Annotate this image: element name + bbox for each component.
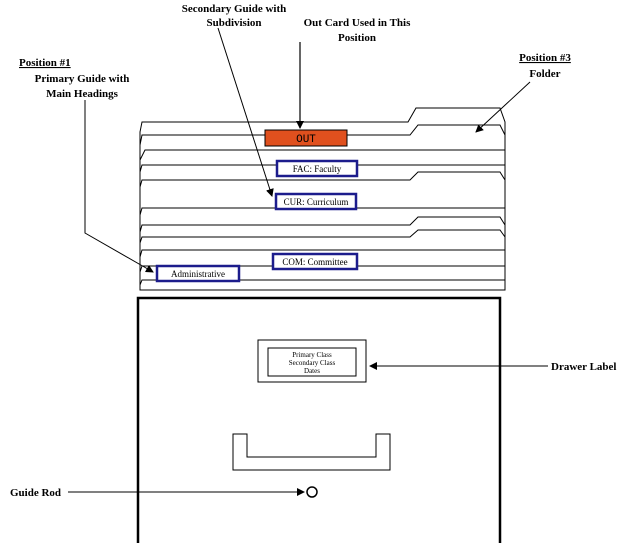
guide-rod-callout: Guide Rod (10, 487, 61, 499)
position3-heading: Position #3 (519, 52, 571, 64)
administrative-guide-tab (155, 264, 241, 283)
position1-heading: Position #1 (19, 57, 71, 69)
position3-text: Folder (529, 68, 560, 80)
drawer-label-line1: Primary Class (292, 351, 332, 359)
out-card-label-line1: Out Card Used in This (304, 17, 411, 29)
out-card (264, 129, 348, 147)
drawer-label-line3: Dates (304, 367, 320, 375)
secondary-guide-arrow (217, 27, 274, 197)
administrative-guide-label: Administrative (171, 269, 225, 279)
secondary-guide-label-line1: Secondary Guide with (182, 3, 287, 15)
position1-text-line1: Primary Guide with (35, 73, 130, 85)
position3-arrow (475, 81, 531, 133)
curriculum-guide-tab (274, 192, 358, 211)
out-card-label: OUT (296, 134, 316, 146)
out-card-label-line2: Position (338, 32, 376, 44)
secondary-guide-label-line2: Subdivision (206, 17, 261, 29)
committee-guide-label: COM: Committee (282, 257, 347, 267)
committee-guide-tab (271, 252, 359, 271)
faculty-guide-label: FAC: Faculty (293, 164, 342, 174)
folder-front (139, 279, 506, 291)
circle-icon (306, 486, 318, 498)
drawer-label-card (267, 347, 357, 377)
drawer-label-callout: Drawer Label (551, 361, 616, 373)
curriculum-guide-label: CUR: Curriculum (284, 197, 349, 207)
position1-text-line2: Main Headings (46, 88, 119, 100)
drawer-label-line2: Secondary Class (289, 359, 336, 367)
file-drawer (136, 296, 502, 543)
faculty-guide-tab (275, 159, 359, 178)
drawer-handle (232, 433, 391, 471)
position1-arrow (84, 100, 154, 273)
